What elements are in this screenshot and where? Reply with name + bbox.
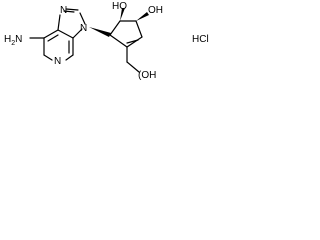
imidazole-ring xyxy=(57,8,86,39)
stereo-wedge-oh-left xyxy=(120,8,125,21)
pyridine-n-label: N xyxy=(54,56,61,67)
chemical-structure: H2N N N N HO OH (OH HCl xyxy=(4,1,209,81)
hydroxymethyl-bond-2 xyxy=(126,61,140,73)
cyclopentene-ring xyxy=(109,20,143,48)
imidazole-n-link-label: N xyxy=(80,23,87,34)
pyridine-ring xyxy=(43,29,74,61)
amine-label: H2N xyxy=(4,34,22,47)
hydroxymethyl-label: (OH xyxy=(138,70,156,81)
imidazole-n-top-label: N xyxy=(60,5,67,16)
hydroxyl-left-label: HO xyxy=(112,1,127,12)
stereo-wedge-n xyxy=(89,27,111,37)
salt-label: HCl xyxy=(192,34,209,45)
hydroxyl-right-label: OH xyxy=(148,5,163,16)
stereo-wedge-oh-right xyxy=(136,12,149,21)
